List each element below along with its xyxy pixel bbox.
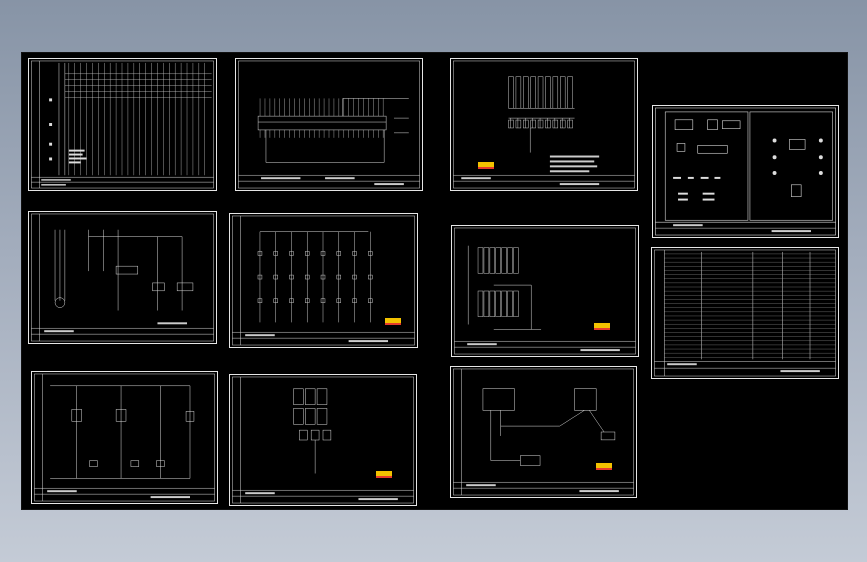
- material-list-drawing: [654, 249, 836, 377]
- sheet-terminal-block[interactable]: [451, 225, 639, 357]
- sheet-terminal-table[interactable]: [28, 58, 217, 191]
- title-stamp: [594, 323, 610, 330]
- terminal-block-drawing: [454, 227, 636, 355]
- sheet-plc-wiring[interactable]: [235, 58, 423, 191]
- sheet-relay-rack[interactable]: [450, 58, 638, 191]
- cable-connection-drawing: [453, 368, 634, 496]
- io-ladder-drawing: [232, 215, 415, 346]
- control-ladder-drawing: [34, 373, 215, 502]
- power-feed-drawing: [232, 376, 414, 504]
- sheet-cable-connection[interactable]: [450, 366, 637, 498]
- terminal-table-drawing: [31, 60, 214, 189]
- plc-wiring-drawing: [238, 60, 420, 189]
- motor-circuit-drawing: [31, 213, 214, 342]
- sheet-control-ladder[interactable]: [31, 371, 218, 504]
- sheet-panel-layout[interactable]: [652, 105, 839, 238]
- title-stamp: [596, 463, 612, 470]
- sheet-io-ladder[interactable]: [229, 213, 418, 348]
- sheet-motor-circuit[interactable]: [28, 211, 217, 344]
- relay-rack-drawing: [453, 60, 635, 189]
- panel-layout-drawing: [655, 107, 836, 236]
- sheet-material-list[interactable]: [651, 247, 839, 379]
- title-stamp: [385, 318, 401, 325]
- title-stamp: [376, 471, 392, 478]
- sheet-power-feed[interactable]: [229, 374, 417, 506]
- drawing-canvas[interactable]: [21, 52, 848, 510]
- title-stamp: [478, 162, 494, 169]
